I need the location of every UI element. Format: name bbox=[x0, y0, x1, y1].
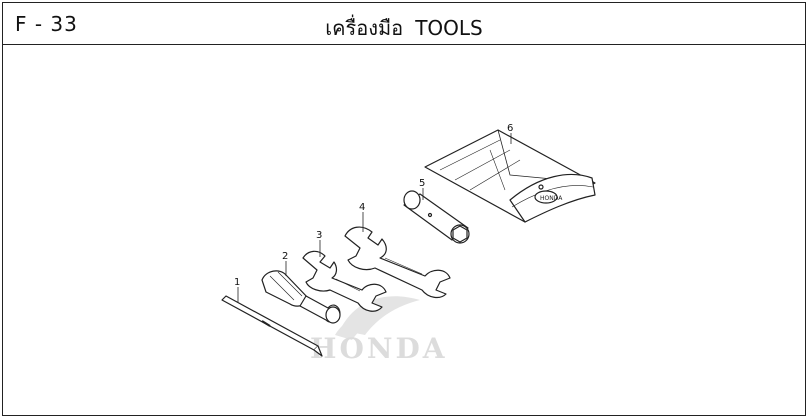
socket-wrench-part bbox=[403, 190, 470, 244]
screwdriver-shaft-part bbox=[221, 295, 323, 357]
callout-5: 5 bbox=[419, 178, 425, 189]
honda-wing-watermark bbox=[335, 296, 420, 340]
callout-2: 2 bbox=[282, 251, 288, 262]
tool-pouch-part: HONDA bbox=[424, 129, 596, 223]
header-bar: F - 33 เครื่องมือ TOOLS bbox=[3, 3, 805, 45]
page-title: เครื่องมือ TOOLS bbox=[3, 12, 805, 44]
leader-lines bbox=[237, 133, 512, 302]
title-english: TOOLS bbox=[415, 16, 483, 40]
screwdriver-handle-part bbox=[261, 270, 341, 324]
callout-3: 3 bbox=[316, 230, 322, 241]
title-thai: เครื่องมือ bbox=[325, 16, 404, 40]
figure-code: F - 33 bbox=[15, 12, 78, 36]
callout-4: 4 bbox=[359, 202, 365, 213]
callout-1: 1 bbox=[234, 277, 240, 288]
open-end-wrench-small-part bbox=[302, 250, 387, 312]
callout-6: 6 bbox=[507, 123, 513, 134]
diagram-frame: F - 33 เครื่องมือ TOOLS bbox=[2, 2, 806, 416]
svg-text:HONDA: HONDA bbox=[540, 195, 563, 202]
honda-watermark: HONDA bbox=[310, 332, 447, 365]
open-end-wrench-large-part bbox=[344, 226, 451, 299]
